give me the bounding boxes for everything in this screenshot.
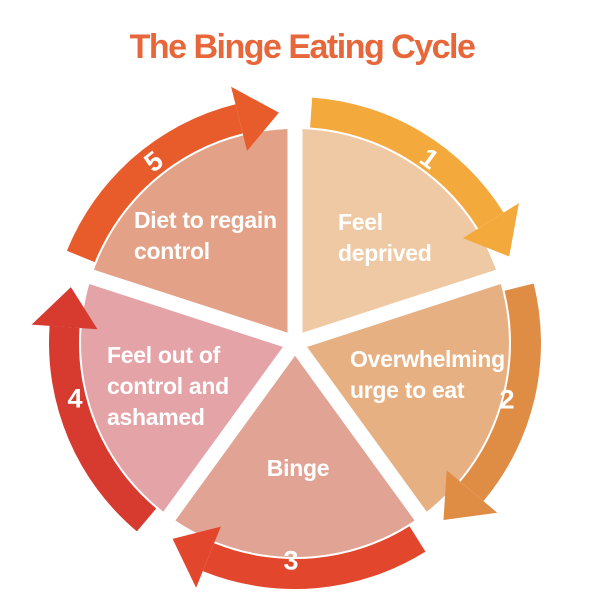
arc-arrow-4 [49,325,157,532]
segment-2-number: 2 [499,384,515,415]
segment-5-label: Diet to regain control [134,207,277,264]
arc-arrow-head-5 [231,86,279,151]
arc-arrow-head-2 [443,470,498,520]
wedge-gap-3 [288,338,429,524]
wedge-2 [295,276,509,517]
arc-arrow-5 [66,104,243,263]
diagram-title: The Binge Eating Cycle [129,28,476,66]
arc-arrow-head-1 [462,203,519,257]
segment-3-number: 3 [283,545,299,576]
wedge-3 [169,343,421,557]
arc-arrow-3 [202,526,426,590]
arc-arrow-1 [310,97,504,229]
arc-arrow-head-4 [31,287,98,330]
arc-arrow-head-3 [172,526,221,588]
segment-3-label: Binge [266,455,330,481]
wedge-gap-4 [161,338,302,524]
segment-2-label: Overwhelming urge to eat [350,346,505,403]
segment-1-label: Feel deprived [338,209,432,266]
center-dot [286,334,304,352]
wedge-4 [81,276,295,517]
arc-arrow-2 [460,283,541,502]
wedge-gap-5 [86,268,298,351]
segment-4-label: Feel out of control and ashamed [107,342,229,430]
segment-4-number: 4 [67,383,83,414]
wedge-gap-2 [292,268,504,351]
